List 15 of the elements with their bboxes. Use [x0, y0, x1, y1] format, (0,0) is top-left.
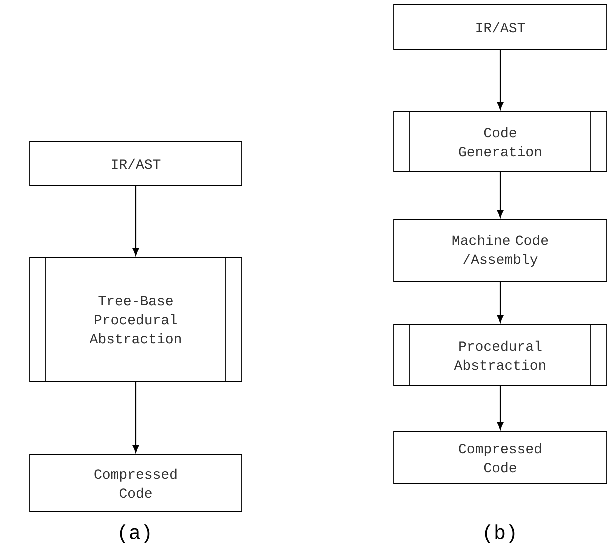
- arrow: [497, 386, 504, 430]
- arrow: [497, 282, 504, 323]
- subroutine-box: Procedural Abstraction: [394, 324, 608, 386]
- process-box: IR/AST: [394, 4, 608, 50]
- process-box: Machine Code /Assembly: [394, 220, 608, 282]
- arrow: [497, 172, 504, 218]
- process-box: Compressed Code: [394, 432, 608, 484]
- subroutine-box: Code Generation: [394, 112, 608, 172]
- arrow: [497, 50, 504, 110]
- process-box: IR/AST: [30, 142, 242, 186]
- process-box: Compressed Code: [30, 454, 242, 512]
- subroutine-box: Tree-Base Procedural Abstraction: [30, 258, 242, 382]
- arrow: [132, 382, 140, 453]
- panel-label: (b): [485, 524, 515, 544]
- arrow: [132, 186, 140, 256]
